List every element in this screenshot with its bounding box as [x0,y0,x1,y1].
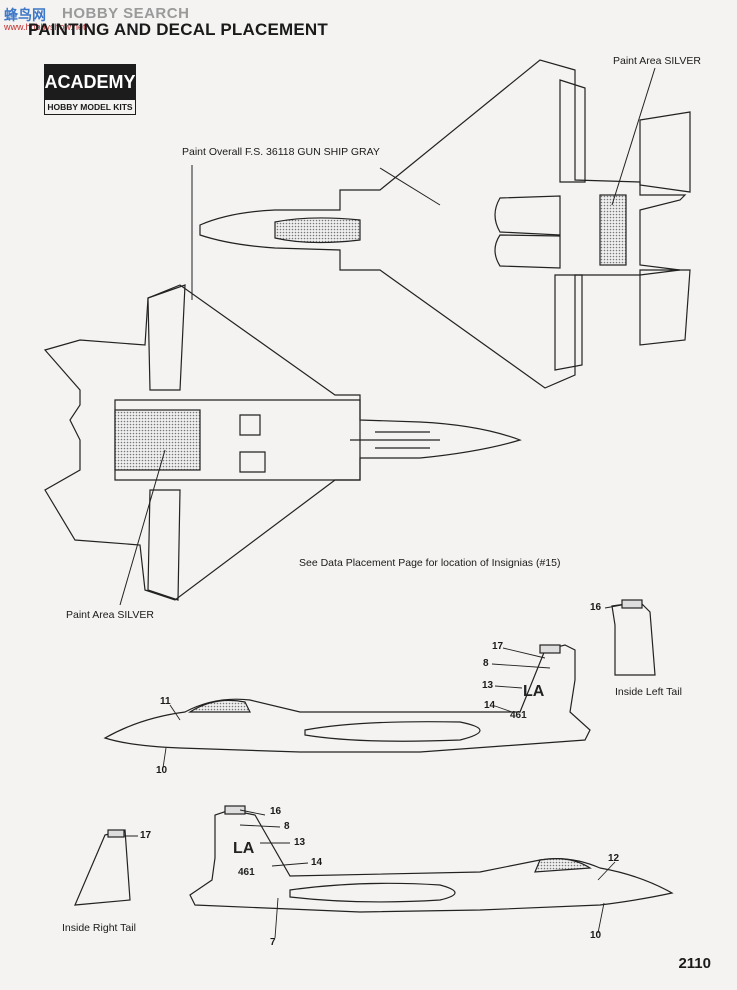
watermark-url: www.hobbyshow.net [4,22,86,32]
decal-number: 8 [284,821,290,832]
watermark-logo-chars: 蜂鸟网 [4,8,46,24]
tail-unit-left: 461 [510,710,527,721]
decal-number: 12 [608,853,620,864]
tail-unit-right: 461 [238,867,255,878]
leader-line [611,67,656,206]
label-paint-top-silver: Paint Area SILVER [613,55,701,67]
label-paint-overall: Paint Overall F.S. 36118 GUN SHIP GRAY [182,146,380,158]
right-profile-aircraft [189,805,674,913]
decal-number: 13 [294,837,306,848]
watermark-search: HOBBY SEARCH [62,5,190,22]
decal-number-left-tail: 16 [590,602,602,613]
decal-number: 16 [270,806,282,817]
tail-code-left: LA [523,683,545,700]
decal-number-right-tail: 17 [140,830,152,841]
decal-number: 11 [160,696,171,707]
logo-tagline: HOBBY MODEL KITS [44,100,136,115]
decal-number: 8 [483,658,489,669]
decal-number: 7 [270,937,276,948]
bottom-view-aircraft [43,284,522,601]
page-number: 2110 [678,955,711,972]
leader-line [379,167,441,206]
label-paint-bottom-silver: Paint Area SILVER [66,609,154,621]
inside-right-tail-drawing [74,829,131,906]
decal-number: 14 [484,700,496,711]
leader-line [119,449,166,606]
decal-number: 14 [311,857,323,868]
tail-code-right: LA [233,840,255,857]
decal-number: 10 [590,930,602,941]
label-inside-right-tail: Inside Right Tail [62,922,136,934]
left-profile-aircraft [103,644,591,753]
academy-logo: ACADEMY HOBBY MODEL KITS [44,64,136,120]
label-inside-left-tail: Inside Left Tail [615,686,682,698]
label-see-data: See Data Placement Page for location of … [299,557,561,569]
logo-brand: ACADEMY [44,64,136,100]
decal-number: 10 [156,765,168,776]
page-title: PAINTING AND DECAL PLACEMENT [28,20,328,39]
decal-number: 13 [482,680,494,691]
top-view-aircraft [199,59,691,389]
decal-number: 17 [492,641,504,652]
inside-left-tail-drawing [611,599,656,676]
